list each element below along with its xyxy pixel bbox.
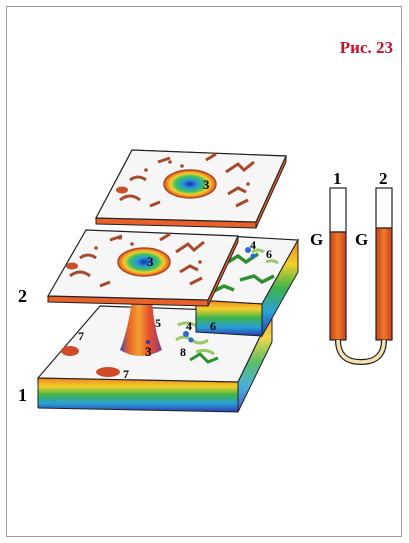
cell-label-7a: 7 bbox=[78, 329, 84, 343]
nucleus-2 bbox=[118, 248, 170, 276]
tube-1-fluid bbox=[330, 232, 346, 340]
stack-label-2: 2 bbox=[18, 286, 27, 306]
stack-label-1: 1 bbox=[18, 385, 27, 405]
cell-label-3-mid: 3 bbox=[147, 254, 154, 269]
u-tube bbox=[330, 188, 392, 362]
organelle-7 bbox=[61, 346, 79, 356]
cell-label-4-bottom: 4 bbox=[186, 319, 192, 333]
cell-label-6-bottom: 6 bbox=[210, 319, 216, 333]
cell-slab-layer-2 bbox=[48, 230, 238, 306]
tube-2-fluid bbox=[376, 228, 392, 340]
tube-label-2: 2 bbox=[379, 169, 388, 188]
cell-slab-top bbox=[96, 150, 286, 228]
cell-label-6-mid: 6 bbox=[266, 247, 272, 261]
tube-label-1: 1 bbox=[333, 169, 342, 188]
cell-label-7b: 7 bbox=[123, 367, 129, 381]
cell-label-3-top: 3 bbox=[203, 177, 210, 192]
tube-content-label-1: G bbox=[310, 230, 323, 249]
tube-content-label-2: G bbox=[355, 230, 368, 249]
cell-label-5: 5 bbox=[155, 316, 161, 330]
cell-label-3-bottom: 3 bbox=[145, 344, 152, 359]
organelle-7b bbox=[96, 367, 120, 377]
cell-label-4-mid: 4 bbox=[250, 238, 256, 252]
cell-label-8: 8 bbox=[180, 345, 186, 359]
